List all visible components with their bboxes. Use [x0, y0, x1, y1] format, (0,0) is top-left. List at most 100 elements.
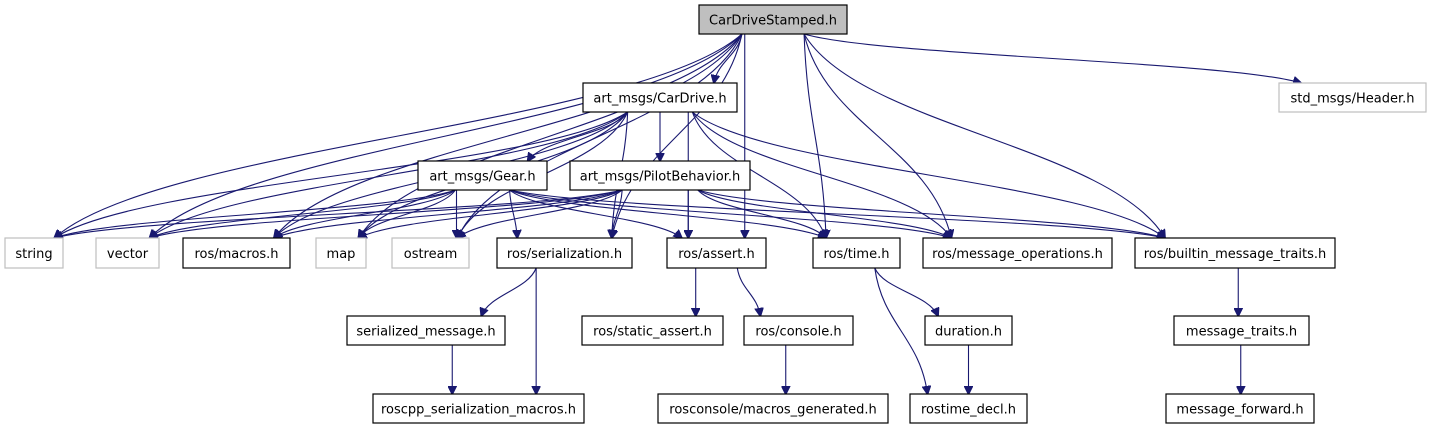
node-box: [698, 4, 848, 35]
node-pilot-behavior[interactable]: art_msgs/PilotBehavior.h: [569, 160, 751, 191]
edge-car-drive-stamped-to-vector: [150, 33, 743, 238]
edge-gear-to-assert: [509, 189, 682, 238]
edge-gear-to-time: [509, 189, 826, 238]
node-builtin-message-traits[interactable]: ros/builtin_message_traits.h: [1134, 237, 1336, 269]
node-box: [95, 237, 160, 269]
node-duration[interactable]: duration.h: [924, 315, 1013, 346]
edge-pilot-behavior-to-macros: [274, 189, 623, 238]
node-box: [391, 237, 470, 269]
edge-car-drive-stamped-to-macros: [274, 33, 743, 238]
node-label: ros/console.h: [755, 325, 841, 340]
nodes-layer: CarDriveStamped.h art_msgs/CarDrive.h art_…: [4, 4, 1427, 424]
edge-car-drive-stamped-to-message-operations: [803, 33, 951, 238]
edge-pilot-behavior-to-time: [697, 189, 826, 238]
node-box: [1173, 315, 1310, 346]
node-label: art_msgs/CarDrive.h: [593, 92, 726, 107]
edge-car-drive-stamped-to-string: [54, 33, 743, 238]
node-serialization[interactable]: ros/serialization.h: [496, 237, 633, 269]
edge-pilot-behavior-to-map: [359, 189, 623, 238]
node-box: [666, 237, 767, 269]
node-label: ros/macros.h: [194, 247, 278, 262]
edge-pilot-behavior-to-message-operations: [697, 189, 952, 238]
node-label: map: [327, 247, 356, 262]
edge-pilot-behavior-to-ostream: [457, 189, 623, 238]
node-static-assert[interactable]: ros/static_assert.h: [581, 315, 724, 346]
node-label: ros/serialization.h: [507, 247, 622, 262]
node-label: art_msgs/PilotBehavior.h: [580, 170, 740, 185]
node-label: duration.h: [935, 325, 1002, 340]
node-label: string: [15, 247, 52, 262]
edge-pilot-behavior-to-vector: [150, 189, 623, 238]
node-label: rostime_decl.h: [921, 403, 1016, 418]
node-label: rosconsole/macros_generated.h: [669, 403, 876, 418]
node-console[interactable]: ros/console.h: [743, 315, 854, 346]
edge-car-drive-to-vector: [150, 111, 629, 238]
node-box: [1278, 82, 1427, 113]
node-box: [922, 237, 1113, 269]
edge-assert-to-console: [736, 267, 760, 316]
node-car-drive-stamped[interactable]: CarDriveStamped.h: [698, 4, 848, 35]
node-label: roscpp_serialization_macros.h: [381, 403, 576, 418]
node-box: [182, 237, 291, 269]
edge-gear-to-vector: [150, 189, 456, 238]
node-macros[interactable]: ros/macros.h: [182, 237, 291, 269]
node-box: [743, 315, 854, 346]
node-gear[interactable]: art_msgs/Gear.h: [417, 160, 548, 191]
node-message-traits[interactable]: message_traits.h: [1173, 315, 1310, 346]
node-rostime-decl[interactable]: rostime_decl.h: [909, 393, 1028, 424]
edge-time-to-rostime-decl: [874, 267, 928, 394]
edge-pilot-behavior-to-builtin-message-traits: [697, 189, 1165, 238]
node-box: [1134, 237, 1336, 269]
edge-car-drive-stamped-to-builtin-message-traits: [803, 33, 1165, 238]
edge-gear-to-serialization: [509, 189, 518, 238]
edge-pilot-behavior-to-string: [54, 189, 623, 238]
node-ostream: ostream: [391, 237, 470, 269]
edge-car-drive-stamped-to-header: [803, 33, 1301, 83]
node-label: ros/assert.h: [678, 247, 755, 262]
node-label: ostream: [404, 247, 458, 262]
node-roscpp-serialization-macros[interactable]: roscpp_serialization_macros.h: [372, 393, 585, 424]
edge-car-drive-to-builtin-message-traits: [691, 111, 1165, 238]
node-message-operations[interactable]: ros/message_operations.h: [922, 237, 1113, 269]
edge-serialization-to-serialized-message: [481, 267, 537, 316]
node-map: map: [315, 237, 367, 269]
node-macros-generated[interactable]: rosconsole/macros_generated.h: [657, 393, 889, 424]
node-label: message_traits.h: [1186, 325, 1297, 340]
node-box: [582, 82, 738, 113]
edge-car-drive-to-string: [54, 111, 628, 238]
node-label: CarDriveStamped.h: [709, 14, 837, 29]
node-header: std_msgs/Header.h: [1278, 82, 1427, 113]
node-label: art_msgs/Gear.h: [429, 170, 535, 185]
node-label: serialized_message.h: [356, 325, 495, 340]
node-box: [4, 237, 64, 269]
node-time[interactable]: ros/time.h: [812, 237, 901, 269]
edge-car-drive-stamped-to-ostream: [457, 33, 743, 238]
node-car-drive[interactable]: art_msgs/CarDrive.h: [582, 82, 738, 113]
edge-car-drive-stamped-to-map: [359, 33, 743, 238]
edge-gear-to-message-operations: [509, 189, 952, 238]
edge-car-drive-to-gear: [528, 111, 629, 161]
node-box: [372, 393, 585, 424]
node-box: [417, 160, 548, 191]
node-label: std_msgs/Header.h: [1291, 92, 1415, 107]
node-box: [909, 393, 1028, 424]
node-string: string: [4, 237, 64, 269]
edge-car-drive-stamped-to-time: [803, 33, 826, 238]
edge-pilot-behavior-to-serialization: [612, 189, 623, 238]
node-assert[interactable]: ros/assert.h: [666, 237, 767, 269]
node-vector: vector: [95, 237, 160, 269]
node-box: [346, 315, 506, 346]
edge-time-to-duration: [874, 267, 938, 316]
node-label: ros/message_operations.h: [932, 247, 1103, 262]
node-message-forward[interactable]: message_forward.h: [1165, 393, 1315, 424]
node-box: [1165, 393, 1315, 424]
node-serialized-message[interactable]: serialized_message.h: [346, 315, 506, 346]
node-label: ros/builtin_message_traits.h: [1144, 247, 1327, 262]
edge-gear-to-builtin-message-traits: [509, 189, 1165, 238]
node-box: [657, 393, 889, 424]
node-label: ros/time.h: [824, 247, 890, 262]
node-box: [581, 315, 724, 346]
edge-car-drive-to-time: [691, 111, 826, 238]
edge-gear-to-string: [54, 189, 456, 238]
